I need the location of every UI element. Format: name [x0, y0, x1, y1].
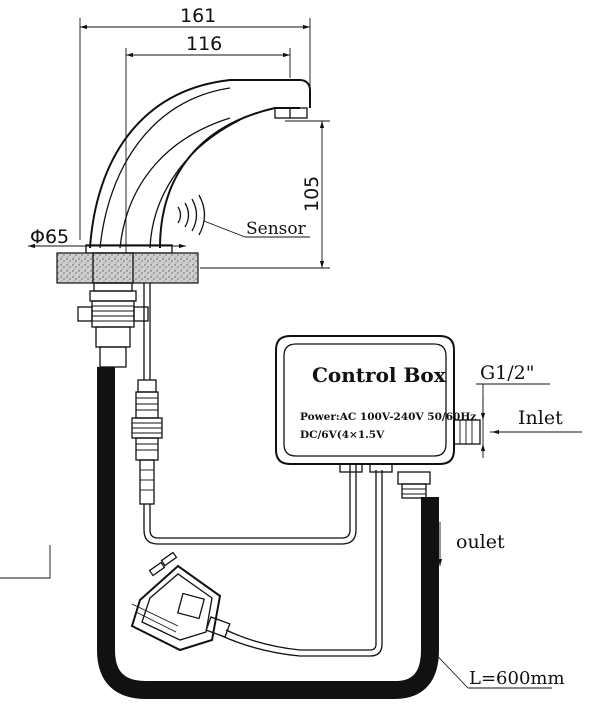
corner-mark: [0, 545, 51, 579]
dimension-105: 105: [200, 120, 330, 269]
outlet-label: oulet: [456, 531, 505, 553]
control-box: Control Box Power:AC 100V-240V 50/60Hz D…: [275, 335, 476, 473]
mounting-nut: [77, 282, 149, 368]
sensor-label: Sensor: [246, 219, 307, 239]
thread-size-label: G1/2": [480, 362, 535, 384]
outlet-fitting: [397, 471, 443, 566]
inlet-label: Inlet: [518, 407, 563, 429]
countertop: [56, 252, 199, 284]
dim-base-diameter: Φ65: [30, 226, 69, 248]
faucet-body: [85, 79, 311, 254]
control-box-dc-spec: DC/6V(4×1.5V: [300, 429, 385, 441]
dim-spout-width: 116: [186, 33, 222, 55]
dim-height: 105: [301, 176, 323, 212]
sensor-waves-icon: [177, 194, 206, 236]
water-hose: [97, 367, 439, 699]
inlet-fitting: [453, 383, 582, 458]
power-adapter: [130, 470, 383, 657]
control-box-title: Control Box: [312, 363, 447, 387]
sensor-cable: [131, 283, 357, 545]
hose-length-label: L=600mm: [469, 668, 565, 689]
control-box-power-spec: Power:AC 100V-240V 50/60Hz: [300, 411, 476, 423]
dimension-116: 116: [125, 33, 291, 268]
dim-overall-width: 161: [180, 5, 216, 27]
dimension-161: 161: [79, 5, 311, 240]
